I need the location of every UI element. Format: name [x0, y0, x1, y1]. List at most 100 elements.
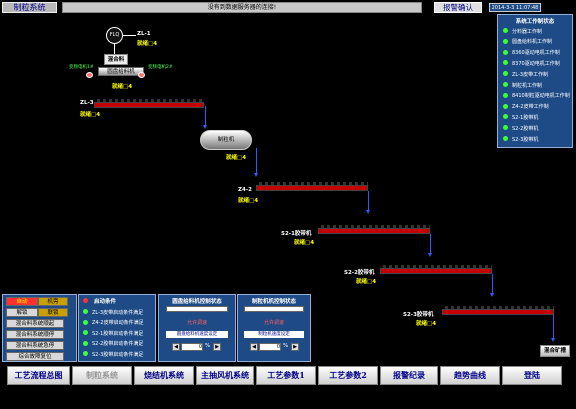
- lock-button[interactable]: 联锁: [38, 308, 68, 317]
- mixer-tag[interactable]: 混合料: [104, 54, 128, 65]
- s23-arrow-icon: [551, 315, 555, 342]
- feeder-control-title: 圆盘给料机控制状态: [172, 299, 222, 305]
- s22-status: 就绪□4: [356, 279, 377, 285]
- system-title: 制粒系统: [2, 2, 57, 13]
- s23-label: S2-3胶带机: [403, 312, 434, 318]
- condition-item-label: S2-2胶带启动条件满足: [92, 341, 144, 347]
- zl3-label: ZL-3: [80, 100, 94, 106]
- system-estop-button[interactable]: 混合料系统急停: [6, 341, 64, 350]
- process-params-1-button[interactable]: 工艺参数1: [256, 366, 316, 385]
- z42-conveyor-belt: [256, 182, 368, 185]
- s23-status: 就绪□4: [416, 321, 437, 327]
- s21-arrow-icon: [428, 234, 432, 257]
- login-button[interactable]: 登陆: [502, 366, 562, 385]
- z42-conveyor[interactable]: [256, 185, 368, 191]
- granulator-speed-down-button[interactable]: ◀: [250, 343, 258, 351]
- status-indicator-icon: [503, 114, 508, 120]
- connection-message: 没有到数据服务器的连接!: [62, 2, 422, 13]
- granulation-system-button[interactable]: 制粒系统: [72, 366, 132, 385]
- status-panel-title: 系统工作制状态: [515, 19, 555, 25]
- z42-label: Z4-2: [238, 187, 252, 193]
- granulator-control-title: 制粒机机控制状态: [251, 299, 296, 305]
- feeder-speed-unit: %: [205, 343, 211, 349]
- granulator-state-box: [244, 306, 304, 312]
- zl3-conveyor[interactable]: [94, 102, 204, 108]
- vfd-left-label: 变频电机1#: [69, 65, 94, 70]
- s21-conveyor-belt: [318, 225, 430, 228]
- condition-item-label: ZL-3皮带启动条件满足: [92, 309, 144, 316]
- main-fan-system-button[interactable]: 主抽风机系统: [196, 366, 254, 385]
- datetime-display: 2014-3-3 11:07:48: [489, 3, 541, 12]
- zl1-label: ZL-1: [137, 31, 151, 37]
- mix-bin[interactable]: 混合矿槽: [540, 345, 570, 357]
- status-item-label: S2-2胶带机: [512, 125, 539, 132]
- system-stop-button[interactable]: 混合料系统顺停: [6, 330, 64, 339]
- zl3-status: 就绪□4: [80, 112, 101, 118]
- condition-indicator-icon: [83, 319, 88, 325]
- status-indicator-icon: [503, 136, 508, 141]
- s23-conveyor[interactable]: [442, 309, 554, 315]
- start-condition-indicator-icon: [83, 298, 88, 303]
- trend-curve-button[interactable]: 趋势曲线: [440, 366, 500, 385]
- system-start-button[interactable]: 混合料系统顺起: [6, 319, 64, 328]
- granulator-speed-input[interactable]: 0: [259, 343, 281, 351]
- z42-status: 就绪□4: [238, 198, 259, 204]
- sinter-system-button[interactable]: 烧结机系统: [134, 366, 194, 385]
- feeder-speed-up-button[interactable]: ▶: [213, 343, 221, 351]
- flq-circle[interactable]: FLQ: [106, 27, 123, 44]
- local-button[interactable]: 机旁: [38, 297, 68, 306]
- granulator-state-text: 允许调速: [263, 320, 284, 326]
- process-params-2-button[interactable]: 工艺参数2: [318, 366, 378, 385]
- feeder-speed-down-button[interactable]: ◀: [172, 343, 180, 351]
- status-item-label: S2-1胶带机: [512, 114, 539, 121]
- status-indicator-icon: [503, 125, 508, 131]
- process-overview-button[interactable]: 工艺流程总图: [7, 366, 70, 385]
- flq-to-zl1-line: [123, 35, 136, 36]
- feeder-machine[interactable]: 圆盘给料机: [98, 67, 144, 76]
- status-indicator-icon: [503, 71, 508, 77]
- zl3-conveyor-belt: [94, 99, 204, 102]
- alarm-log-button[interactable]: 报警纪录: [380, 366, 438, 385]
- feeder-status: 就绪□4: [112, 84, 133, 90]
- auto-button[interactable]: 自动: [6, 297, 38, 306]
- s23-conveyor-belt: [442, 306, 554, 309]
- status-indicator-icon: [503, 82, 508, 87]
- s22-conveyor-belt: [380, 265, 492, 268]
- s21-conveyor[interactable]: [318, 228, 430, 234]
- condition-item-label: S2-1胶带启动条件满足: [92, 330, 144, 337]
- granulator-speed-unit: %: [283, 343, 289, 349]
- vfd-right-motor-icon[interactable]: [138, 72, 145, 78]
- status-indicator-icon: [503, 49, 508, 55]
- unlock-button[interactable]: 解锁: [6, 308, 38, 317]
- status-indicator-icon: [503, 103, 508, 109]
- granulator-machine[interactable]: 制粒机: [200, 130, 252, 150]
- granulator-arrow-icon: [254, 148, 258, 177]
- status-item-label: 圆盘给料机工作制: [512, 39, 553, 46]
- s21-label: S2-1胶带机: [281, 231, 312, 237]
- feeder-speed-input[interactable]: 0: [181, 343, 203, 351]
- granulator-status: 就绪□4: [226, 155, 247, 161]
- status-item-label: 8410制粒驱动电机工作制: [512, 93, 570, 100]
- granulator-speed-up-button[interactable]: ▶: [291, 343, 299, 351]
- zl3-arrow-icon: [203, 106, 207, 129]
- condition-indicator-icon: [83, 309, 88, 314]
- s22-arrow-icon: [490, 274, 494, 297]
- s21-status: 就绪□4: [294, 240, 315, 246]
- zl1-status: 就绪□4: [137, 41, 158, 47]
- feeder-speed-label: 圆盘给料机速度设定: [166, 331, 228, 338]
- z42-arrow-icon: [366, 191, 370, 214]
- status-indicator-icon: [503, 38, 508, 44]
- condition-indicator-icon: [83, 351, 88, 356]
- alarm-confirm-button[interactable]: 报警确认: [434, 2, 482, 13]
- s22-conveyor[interactable]: [380, 268, 492, 274]
- status-item-label: 制粒机工作制: [512, 82, 543, 89]
- fault-reset-button[interactable]: 综合故障复位: [6, 352, 64, 361]
- condition-indicator-icon: [83, 330, 88, 335]
- start-conditions-panel: [78, 294, 156, 362]
- feeder-state-box: [166, 306, 228, 312]
- status-indicator-icon: [503, 92, 508, 98]
- vfd-left-motor-icon[interactable]: [86, 72, 93, 78]
- flq-down-line: [114, 44, 115, 54]
- feeder-state-text: 允许调速: [186, 320, 207, 326]
- condition-indicator-icon: [83, 340, 88, 346]
